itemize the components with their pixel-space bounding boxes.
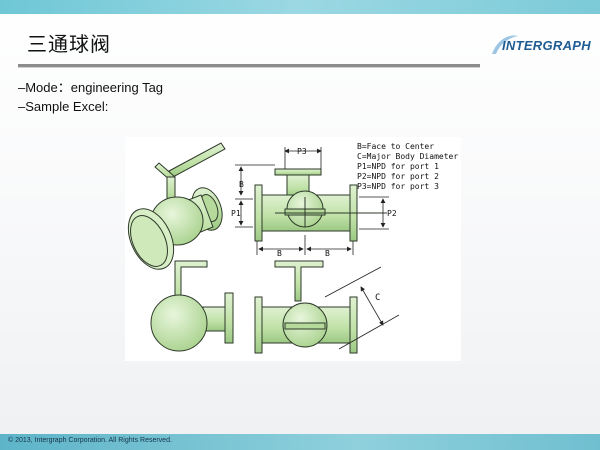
dim-label-b-vertical: B bbox=[239, 180, 244, 189]
dim-label-p1: P1 bbox=[231, 209, 241, 218]
slide-title: 三通球阀 bbox=[27, 32, 111, 56]
legend-item: P2=NPD for port 2 bbox=[357, 172, 439, 181]
legend-item: B=Face to Center bbox=[357, 142, 434, 151]
legend-item: C=Major Body Diameter bbox=[357, 152, 458, 161]
bullet-mode: –Mode：engineering Tag bbox=[18, 80, 164, 95]
title-divider-shadow bbox=[18, 67, 480, 68]
dim-label-c: C bbox=[375, 293, 380, 303]
logo-text: INTERGRAPH bbox=[502, 38, 591, 53]
bullet-list: –Mode：engineering Tag –Sample Excel: bbox=[18, 78, 163, 116]
dim-label-p3: P3 bbox=[297, 147, 307, 156]
valve-diagram-image: P3 B P1 P2 B B B=Face to Center C=Major … bbox=[125, 137, 461, 361]
front-view-valve bbox=[254, 168, 387, 242]
logo-swoosh-icon bbox=[492, 35, 518, 54]
top-accent-bar bbox=[0, 0, 600, 14]
isometric-valve-view bbox=[127, 142, 226, 270]
section-view-valve bbox=[254, 260, 358, 354]
dim-label-p2: P2 bbox=[387, 209, 397, 218]
title-divider bbox=[18, 64, 480, 67]
dim-label-b-right: B bbox=[325, 249, 330, 258]
section-view-dimension-c bbox=[324, 266, 400, 350]
dim-label-b-left: B bbox=[277, 249, 282, 258]
legend-item: P1=NPD for port 1 bbox=[357, 162, 439, 171]
diagram-legend: B=Face to Center C=Major Body Diameter P… bbox=[357, 142, 458, 191]
legend-item: P3=NPD for port 3 bbox=[357, 182, 439, 191]
bullet-sample-excel: –Sample Excel: bbox=[18, 99, 109, 114]
copyright-text: © 2013, Intergraph Corporation. All Righ… bbox=[8, 437, 172, 444]
side-view-valve bbox=[150, 260, 234, 352]
footer-bar: © 2013, Intergraph Corporation. All Righ… bbox=[0, 434, 600, 450]
front-view-dimensions bbox=[235, 147, 389, 255]
valve-diagram: P3 B P1 P2 B B B=Face to Center C=Major … bbox=[127, 142, 458, 354]
